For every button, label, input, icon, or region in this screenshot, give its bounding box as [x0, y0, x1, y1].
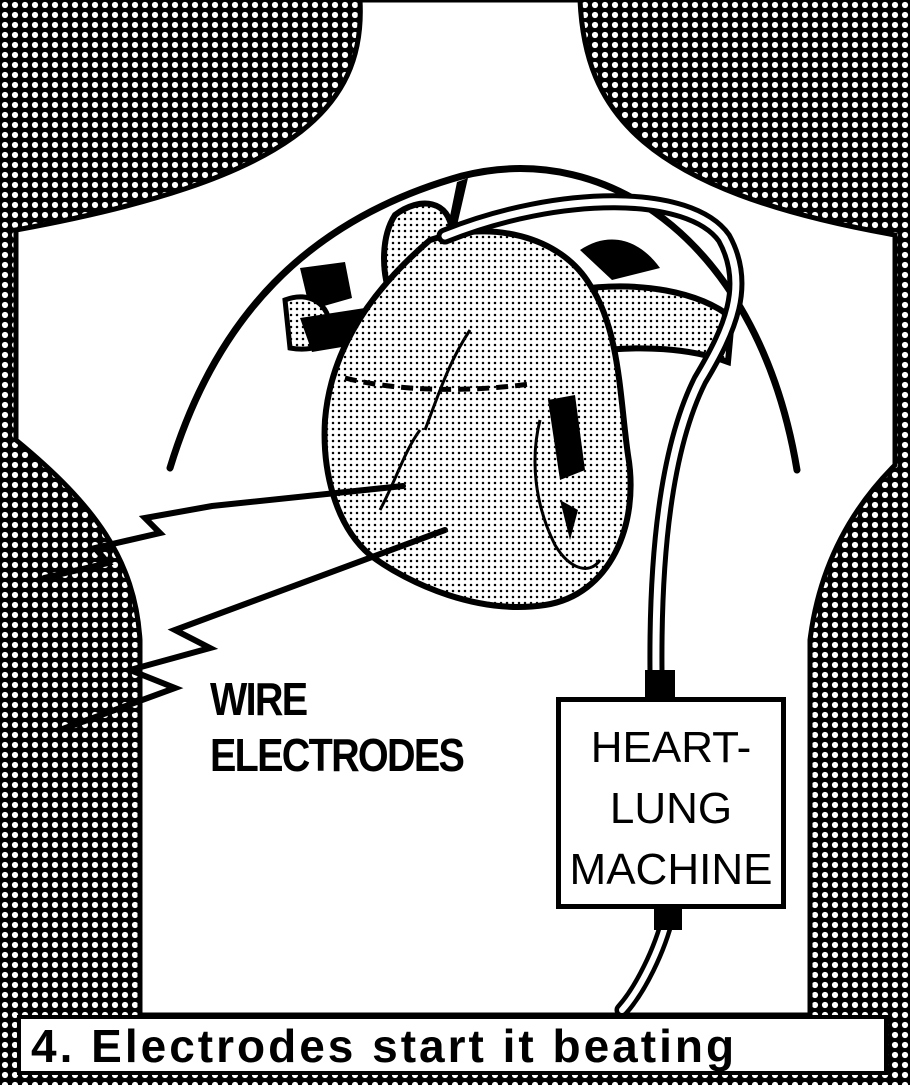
wire-label-line2: ELECTRODES — [210, 732, 485, 778]
machine-label-line2: LUNG — [561, 787, 781, 831]
caption-text: 4. Electrodes start it beating — [31, 1023, 881, 1069]
machine-label-line3: MACHINE — [561, 848, 781, 892]
heart-lung-machine-box: HEART- LUNG MACHINE — [556, 697, 786, 909]
wire-label-line1: WIRE — [210, 676, 485, 722]
machine-label-line1: HEART- — [561, 726, 781, 770]
caption-box: 4. Electrodes start it beating — [17, 1015, 888, 1075]
